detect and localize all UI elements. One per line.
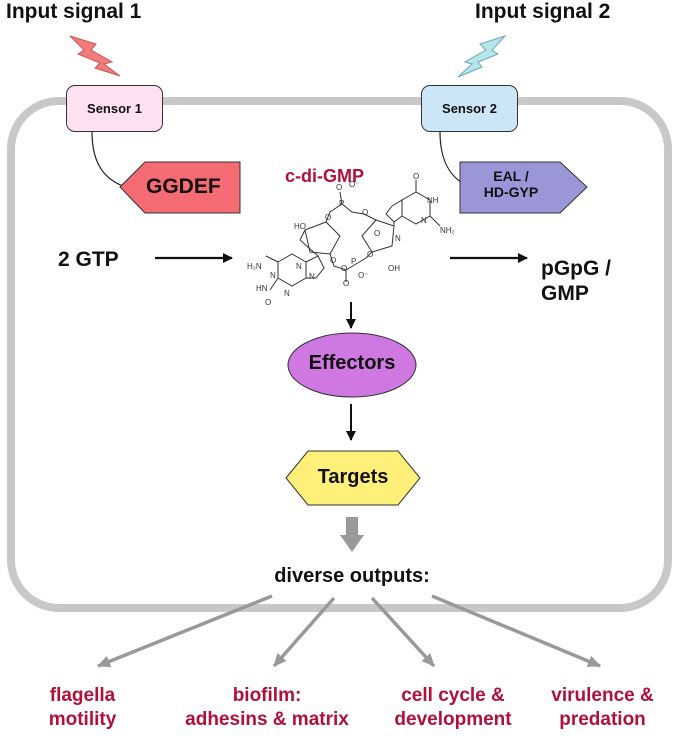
lightning-bolt-icon-1: [69, 35, 121, 77]
eal-label: EAL / HD-GYP: [462, 168, 560, 200]
sensor-2-box: Sensor 2: [421, 85, 518, 132]
atom-label: N: [270, 271, 276, 280]
atom-label: HN: [256, 284, 268, 293]
ggdef-domain-shape: [119, 161, 241, 214]
substrate-label: 2 GTP: [58, 248, 119, 271]
eal-domain-shape: [459, 161, 588, 214]
atom-label: HO: [294, 222, 306, 231]
effectors-shape: [287, 332, 417, 398]
atom-label: O: [265, 298, 272, 307]
ggdef-label: GGDEF: [146, 175, 221, 198]
cell-membrane: [7, 97, 672, 612]
product-label-line1: pGpG /: [541, 257, 611, 280]
lightning-bolt-icon-2: [457, 34, 507, 78]
atom-label: O: [413, 172, 420, 181]
targets-shape: [285, 450, 421, 506]
output-arrow-biofilm: [272, 596, 336, 668]
output-arrow-virulence: [431, 594, 601, 668]
sensor-1-label: Sensor 1: [87, 101, 142, 116]
output-cellcycle-line1: cell cycle &: [401, 685, 505, 706]
atom-label: OH: [388, 264, 400, 273]
c-di-gmp-label: c-di-GMP: [285, 166, 364, 186]
atom-label: O: [362, 208, 369, 217]
input-signal-1-label: Input signal 1: [6, 0, 142, 23]
atom-label: NH: [427, 196, 439, 205]
product-label: pGpG / GMP: [541, 256, 611, 306]
atom-label: O: [343, 279, 350, 288]
targets-to-outputs-arrowhead: [340, 535, 364, 552]
atom-label: O: [367, 250, 374, 259]
atom-label: N: [421, 216, 427, 225]
atom-label: O: [374, 229, 381, 238]
atom-label: P: [351, 257, 357, 266]
targets-label: Targets: [317, 466, 389, 488]
atom-label: O⁻: [358, 271, 369, 280]
atom-label: O: [325, 213, 332, 222]
output-virulence-line1: virulence &: [551, 685, 654, 706]
output-biofilm-line1: biofilm:: [232, 685, 302, 706]
atom-label: O: [336, 183, 343, 192]
product-label-line2: GMP: [541, 282, 589, 305]
atom-label: O: [330, 256, 337, 265]
outputs-header: diverse outputs:: [274, 565, 430, 587]
output-arrow-flagella: [97, 594, 273, 668]
atom-label: NH₂: [440, 226, 455, 235]
output-flagella-line1: flagella: [49, 685, 116, 706]
output-cellcycle-line2: development: [394, 709, 512, 730]
input-signal-2-label: Input signal 2: [475, 0, 611, 23]
output-virulence-line2: predation: [559, 709, 646, 730]
atom-label: N: [296, 262, 302, 271]
output-flagella: flagella motility: [20, 684, 145, 732]
sensor-1-box: Sensor 1: [66, 85, 163, 132]
atom-label: P: [339, 199, 345, 208]
output-biofilm: biofilm: adhesins & matrix: [172, 684, 362, 732]
atom-label: N: [309, 272, 315, 281]
atom-label: H₂N: [247, 262, 262, 271]
eal-label-line1: EAL /: [493, 168, 529, 184]
c-di-gmp-structure: [265, 180, 441, 291]
eal-label-line2: HD-GYP: [483, 184, 539, 200]
sensor-2-label: Sensor 2: [442, 101, 497, 116]
output-biofilm-line2: adhesins & matrix: [185, 709, 349, 730]
effectors-label: Effectors: [308, 352, 396, 374]
atom-label: N: [395, 234, 401, 243]
output-arrow-cellcycle: [370, 596, 436, 668]
atom-label: O⁻: [349, 180, 360, 189]
atom-label: O: [341, 264, 348, 273]
output-virulence: virulence & predation: [530, 684, 675, 732]
output-flagella-line2: motility: [48, 709, 117, 730]
sensor1-tether: [91, 131, 129, 189]
targets-to-outputs-shaft: [346, 517, 358, 537]
output-cellcycle: cell cycle & development: [378, 684, 528, 732]
atom-label: N: [284, 289, 290, 298]
